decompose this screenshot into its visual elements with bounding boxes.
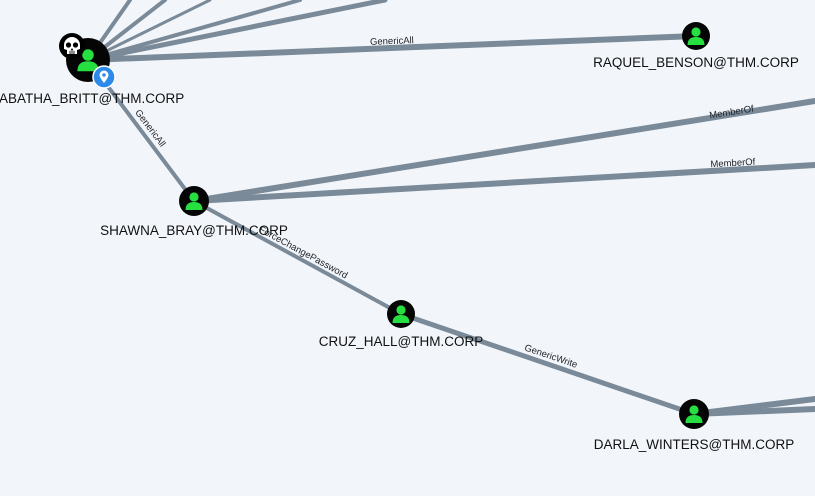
edge-label-tabatha-raquel: GenericAll [370, 35, 414, 48]
edge-label-shawna-group-2: MemberOf [710, 157, 756, 171]
map-pin-icon [92, 65, 116, 89]
edge-layer [85, 0, 815, 417]
edge-shawna-group-1[interactable] [191, 98, 815, 204]
edge-label-shawna-group-1: MemberOf [709, 104, 755, 122]
edge-bundle-darla-offscreen[interactable] [691, 396, 815, 417]
node-label: RAQUEL_BENSON@THM.CORP [593, 55, 799, 70]
edge-cruz-darla[interactable] [398, 311, 697, 417]
skull-icon [59, 33, 85, 59]
node-darla-winters[interactable]: DARLA_WINTERS@THM.CORP [594, 399, 794, 452]
node-label: TABATHA_BRITT@THM.CORP [0, 91, 184, 106]
edge-tabatha-raquel[interactable] [85, 33, 699, 63]
node-cruz-hall[interactable]: CRUZ_HALL@THM.CORP [319, 300, 483, 349]
edge-label-layer: GenericAll GenericAll MemberOf MemberOf … [132, 35, 756, 371]
node-label: CRUZ_HALL@THM.CORP [319, 334, 483, 349]
edge-shawna-group-2[interactable] [191, 162, 815, 204]
node-tabatha-britt[interactable]: TABATHA_BRITT@THM.CORP [0, 33, 184, 106]
edge-shawna-cruz[interactable] [192, 199, 403, 316]
node-label: DARLA_WINTERS@THM.CORP [594, 437, 794, 452]
node-shawna-bray[interactable]: SHAWNA_BRAY@THM.CORP [100, 186, 288, 238]
node-label: SHAWNA_BRAY@THM.CORP [100, 223, 288, 238]
node-raquel-benson[interactable]: RAQUEL_BENSON@THM.CORP [593, 22, 799, 70]
